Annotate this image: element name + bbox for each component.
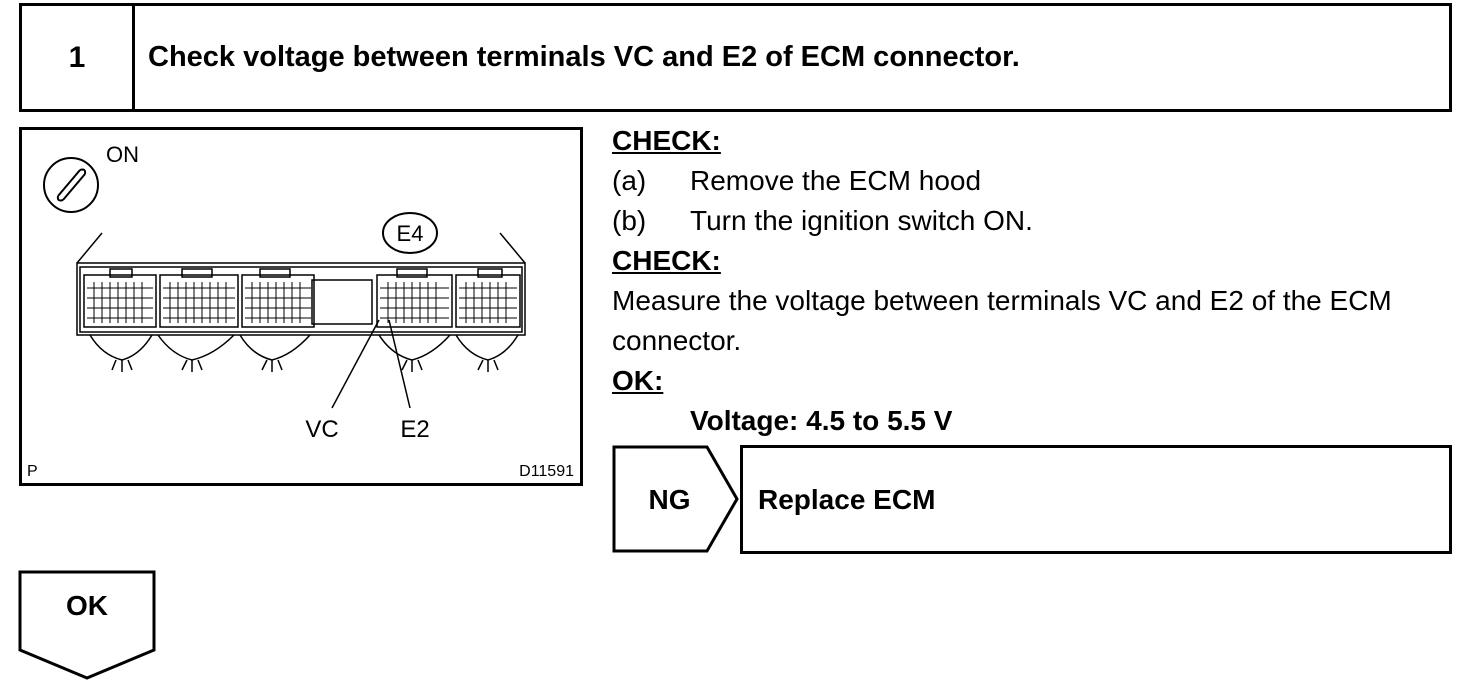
wire-harness [89, 334, 519, 372]
ng-action-text: Replace ECM [758, 483, 936, 515]
ecm-connector-drawing: ON E4 [27, 142, 574, 480]
figure-corner-label: P [27, 463, 38, 480]
connector-label-oval [382, 212, 438, 254]
step-title: Check voltage between terminals VC and E… [148, 41, 1020, 73]
ok-spec: Voltage: 4.5 to 5.5 V [690, 405, 953, 436]
ok-arrow-shape [18, 570, 156, 680]
prep-a-text: Remove the ECM hood [690, 165, 982, 196]
ok-label: OK [66, 590, 108, 621]
prep-b-label: (b) [612, 205, 647, 236]
ng-action-box: Replace ECM [740, 445, 1452, 554]
check-text-line1: Measure the voltage between terminals VC… [612, 285, 1392, 316]
terminal-e2-label: E2 [400, 416, 429, 443]
ecm-body [76, 232, 526, 336]
terminal-leaders [331, 319, 411, 409]
terminal-vc-label: VC [305, 416, 338, 443]
figure-id: D11591 [519, 463, 574, 480]
connector-illustration: ON E4 [19, 127, 583, 486]
pin-grid [87, 282, 517, 323]
ignition-key-icon [43, 157, 99, 213]
step-header: 1 Check voltage between terminals VC and… [19, 3, 1452, 112]
ng-arrow-shape [612, 445, 739, 553]
connector-label: E4 [397, 221, 424, 246]
prep-a-label: (a) [612, 165, 647, 196]
step-number: 1 [22, 6, 135, 109]
prep-b-text: Turn the ignition switch ON. [690, 205, 1033, 236]
ignition-on-label: ON [106, 142, 139, 167]
ng-label: NG [648, 484, 691, 515]
prep-check-header: CHECK: [612, 125, 721, 156]
check-header: CHECK: [612, 245, 721, 276]
check-text-line2: connector. [612, 325, 742, 356]
ok-header: OK: [612, 365, 664, 396]
